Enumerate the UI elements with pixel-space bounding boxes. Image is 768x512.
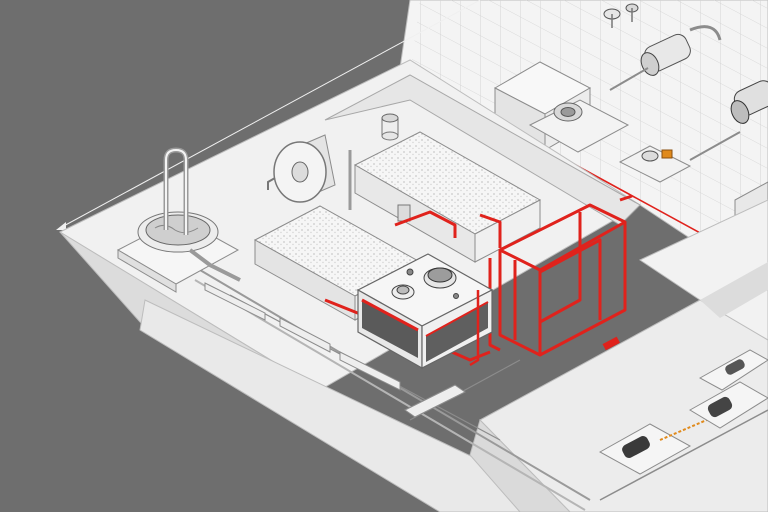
lower-device: [598, 409, 731, 475]
lower-device: [698, 349, 768, 391]
gauge-assembly: [618, 131, 741, 183]
filter-tank-rear: [348, 131, 542, 263]
grid-block-machine: [493, 61, 630, 153]
cylindrical-drum: [267, 134, 336, 203]
motor-unit-icon: [730, 80, 768, 124]
conduit-segments: [204, 282, 466, 418]
valve-icon: [603, 3, 639, 28]
dimension-line: [56, 0, 481, 230]
lower-device: [689, 381, 768, 429]
motor-unit-icon: [609, 25, 722, 91]
upper-grid-workspace: [397, 0, 768, 291]
u-pipe: [163, 147, 241, 282]
control-box: [356, 253, 494, 370]
red-coupling: [602, 336, 620, 351]
round-basin: [116, 211, 240, 293]
valve-icon: [381, 113, 399, 141]
